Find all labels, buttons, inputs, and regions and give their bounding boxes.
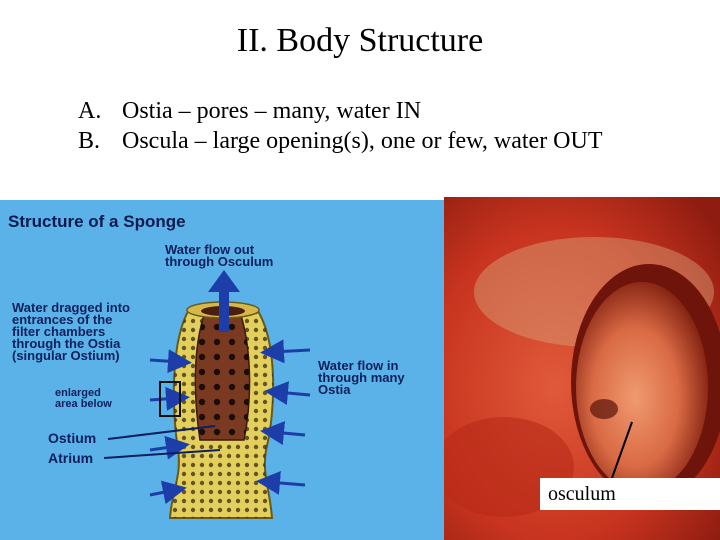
diagram-title: Structure of a Sponge: [8, 212, 186, 231]
sponge-illustration: [103, 270, 311, 519]
bullet-list: A. Ostia – pores – many, water IN B. Osc…: [78, 96, 698, 156]
label-enlarged-area: enlarged area below: [55, 387, 112, 410]
bullet-marker: A.: [78, 98, 102, 124]
label-water-out: Water flow out through Osculum: [165, 242, 274, 269]
label-atrium: Atrium: [48, 450, 94, 466]
bullet-item-ostia: A. Ostia – pores – many, water IN: [78, 96, 698, 126]
bullet-text: Oscula – large opening(s), one or few, w…: [122, 128, 603, 154]
slide-title: II. Body Structure: [236, 22, 484, 59]
label-ostium: Ostium: [48, 430, 97, 446]
sponge-structure-diagram: Structure of a Sponge Water flow out thr…: [0, 200, 444, 540]
label-water-in: Water flow in through many Ostia: [318, 358, 405, 397]
bullet-marker: B.: [78, 128, 101, 154]
osculum-callout-label: osculum: [540, 478, 720, 510]
label-water-dragged: Water dragged into entrances of the filt…: [12, 300, 130, 363]
bullet-text: Ostia – pores – many, water IN: [122, 98, 422, 124]
bullet-item-oscula: B. Oscula – large opening(s), one or few…: [78, 126, 698, 156]
